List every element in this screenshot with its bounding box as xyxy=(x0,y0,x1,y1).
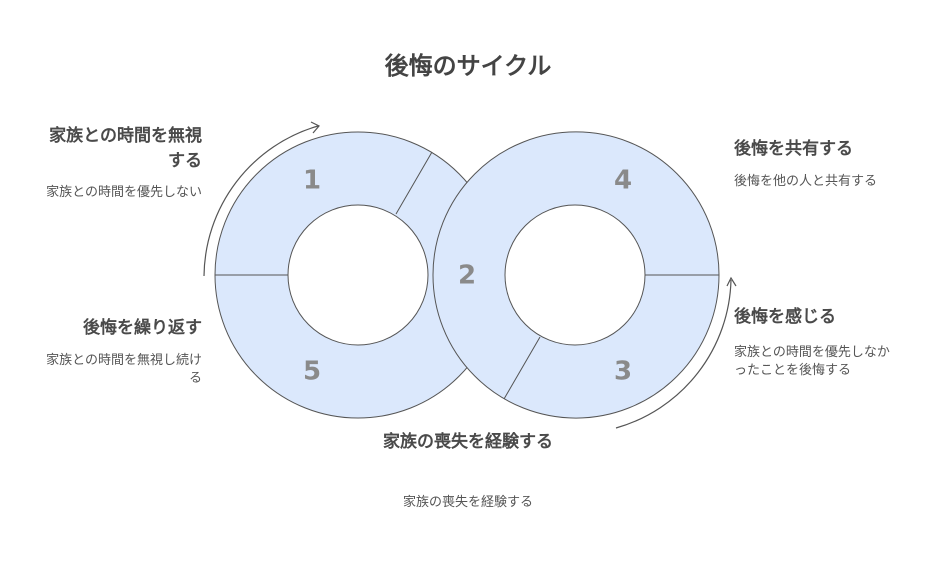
diagram-title: 後悔のサイクル xyxy=(384,52,552,80)
step-number-4: 4 xyxy=(614,166,632,196)
step-number-1: 1 xyxy=(303,166,321,196)
step-5-label: 後悔を繰り返す xyxy=(83,318,202,338)
arrow-left-curve xyxy=(203,125,319,277)
step-4-label: 後悔を共有する xyxy=(734,139,853,159)
step-1-description: 家族との時間を優先しない xyxy=(46,185,202,200)
step-3-description: 家族との時間を優先しなかったことを後悔する xyxy=(734,345,890,378)
step-5-description: 家族との時間を無視し続ける xyxy=(46,353,202,386)
step-number-5: 5 xyxy=(303,357,321,387)
step-3-label: 後悔を感じる xyxy=(734,307,836,327)
separator-2-3 xyxy=(503,336,541,400)
step-2-description: 家族の喪失を経験する xyxy=(402,495,533,510)
arrow-left-head-icon xyxy=(310,121,320,134)
separator-1-2 xyxy=(395,151,433,215)
step-number-3: 3 xyxy=(614,357,632,387)
left-ring xyxy=(214,131,502,419)
step-number-2: 2 xyxy=(458,261,476,291)
step-1-label: 家族との時間を無視する xyxy=(49,126,202,171)
step-2-label: 家族の喪失を経験する xyxy=(383,432,553,452)
step-4-description: 後悔を他の人と共有する xyxy=(734,174,878,189)
arrow-right-head-icon xyxy=(726,276,737,287)
arrow-right-curve xyxy=(615,279,732,429)
